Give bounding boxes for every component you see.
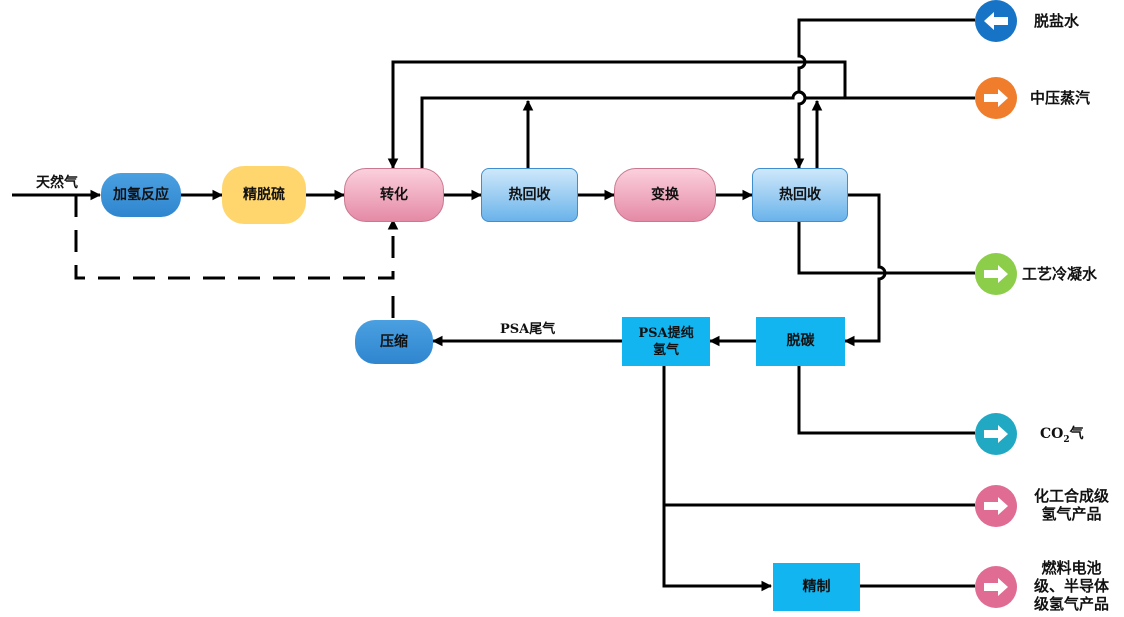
condensate-label: 工艺冷凝水	[1022, 265, 1098, 283]
co2-label: CO2气	[1040, 425, 1084, 449]
arrow-right-icon	[984, 265, 1008, 283]
flow-condensate	[797, 220, 975, 275]
arrow-right-icon	[984, 425, 1008, 443]
chemical-h2-circle	[975, 485, 1017, 527]
steam-label: 中压蒸汽	[1030, 89, 1091, 107]
co2-circle	[975, 413, 1017, 455]
psa-tail-gas-label: PSA尾气	[500, 322, 556, 337]
co2-subscript: 2	[1063, 434, 1070, 445]
heat-recovery-2-node: 热回收	[752, 168, 848, 222]
natural-gas-label: 天然气	[36, 175, 78, 191]
decarbonization-node: 脱碳	[756, 317, 845, 366]
arrow-left-icon	[984, 12, 1008, 30]
arrow-right-icon	[984, 497, 1008, 515]
steam-circle	[975, 77, 1017, 119]
chemical-h2-label: 化工合成级 氢气产品	[1034, 487, 1110, 523]
shift-node: 变换	[614, 168, 716, 222]
arrow-right-icon	[984, 578, 1008, 596]
heat-recovery-1-node: 热回收	[481, 168, 578, 222]
co2-suffix: 气	[1069, 426, 1084, 442]
condensate-circle	[975, 253, 1017, 295]
flow-co2	[797, 366, 975, 435]
psa-hydrogen-node: PSA提纯 氢气	[622, 317, 710, 366]
fuelcell-h2-label: 燃料电池 级、半导体 级氢气产品	[1034, 559, 1110, 613]
fine-desulfurization-node: 精脱硫	[222, 166, 306, 224]
flow-reformer-steam-out	[420, 90, 975, 168]
fuelcell-h2-circle	[975, 566, 1017, 608]
compression-node: 压缩	[355, 320, 433, 364]
flow-psa-to-chem	[662, 366, 975, 507]
hydrogenation-node: 加氢反应	[101, 173, 181, 217]
reforming-node: 转化	[344, 168, 444, 222]
arrow-right-icon	[984, 89, 1008, 107]
co2-prefix: CO	[1040, 426, 1064, 442]
flow-steam-to-reformer	[387, 60, 847, 170]
refining-node: 精制	[773, 563, 860, 611]
flow-desalted-water	[793, 18, 975, 170]
flow-bypass-dashed	[74, 195, 399, 280]
desalted-water-label: 脱盐水	[1034, 12, 1080, 30]
desalted-water-circle	[975, 0, 1017, 42]
flow-hr2-to-decarb	[843, 193, 887, 347]
flow-psa-to-refining	[662, 505, 773, 592]
